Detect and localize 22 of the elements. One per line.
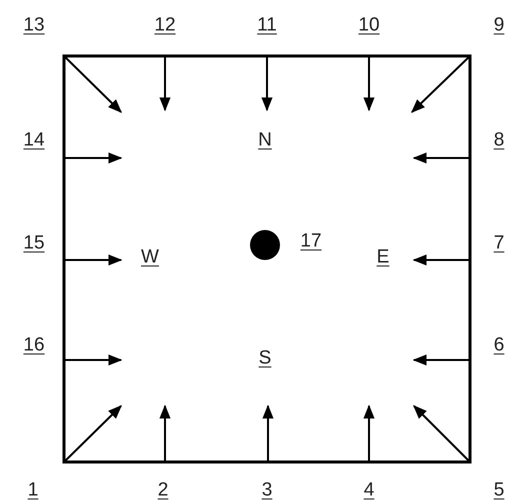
position-number: 17 <box>300 232 322 250</box>
position-number: 6 <box>494 336 504 354</box>
position-number: 12 <box>154 16 176 34</box>
position-number: 9 <box>494 16 504 34</box>
center-dot <box>250 230 280 260</box>
position-number: 14 <box>23 130 45 150</box>
position-number: 11 <box>257 16 277 34</box>
compass-letter: W <box>141 248 159 266</box>
compass-letter: N <box>258 130 272 150</box>
position-number: 1 <box>28 480 38 500</box>
position-number: 2 <box>158 480 168 500</box>
position-number: 3 <box>262 480 272 500</box>
position-number: 8 <box>494 130 504 150</box>
compass-letter: S <box>258 348 272 368</box>
position-number: 5 <box>494 480 504 500</box>
compass-letter: E <box>376 248 390 266</box>
position-number: 16 <box>23 336 45 354</box>
position-number: 13 <box>23 16 45 34</box>
position-number: 7 <box>494 234 504 252</box>
position-number: 4 <box>364 480 374 500</box>
position-number: 15 <box>23 234 45 252</box>
position-number: 10 <box>358 16 380 34</box>
